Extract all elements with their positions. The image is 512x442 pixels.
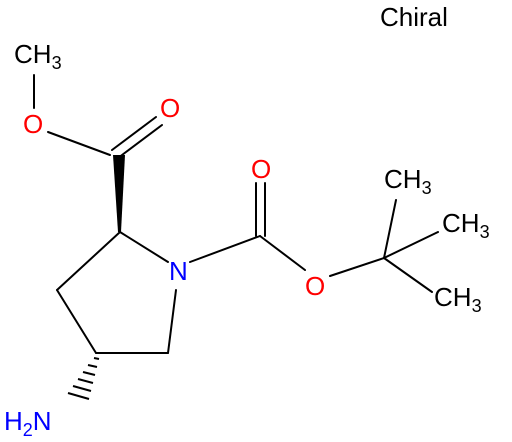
oxygen-carbamate-double: O <box>251 154 271 184</box>
bond-quat-ch3-right <box>383 231 439 259</box>
bond-ring-c3-c4 <box>56 289 97 354</box>
bonds <box>33 74 439 354</box>
tbu-ch3-bottom-label: CH3 <box>434 282 482 316</box>
bond-ring-c5-n <box>167 289 177 354</box>
bond-ring-c2-c3 <box>56 231 121 291</box>
hashed-wedge-c4-amine <box>67 357 100 400</box>
oxygen-carbamate-single: O <box>305 271 325 301</box>
bond-quat-ch3-bottom <box>383 257 433 293</box>
oxygen-ester-double: O <box>160 93 180 123</box>
amine-label: H2N <box>4 406 52 440</box>
bond-carbonyl-double-a <box>111 116 157 151</box>
chiral-label: Chiral <box>380 2 448 32</box>
bond-o-carbonyl <box>47 131 111 156</box>
tbu-ch3-right-label: CH3 <box>442 208 490 242</box>
bond-quat-ch3-top <box>383 199 397 259</box>
nitrogen-ring: N <box>169 256 188 286</box>
bond-carbonyl-double-b <box>117 124 163 159</box>
bond-n-carbamate <box>189 235 261 263</box>
oxygen-ester-single: O <box>23 109 43 139</box>
methyl-top-label: CH3 <box>14 39 62 73</box>
bond-o-quaternary <box>329 257 385 277</box>
tbu-ch3-top-label: CH3 <box>384 164 432 198</box>
bond-ring-c2-n <box>119 231 169 263</box>
bond-carbamate-o <box>259 235 306 271</box>
wedge-bond-c2-carbonyl <box>113 155 125 232</box>
